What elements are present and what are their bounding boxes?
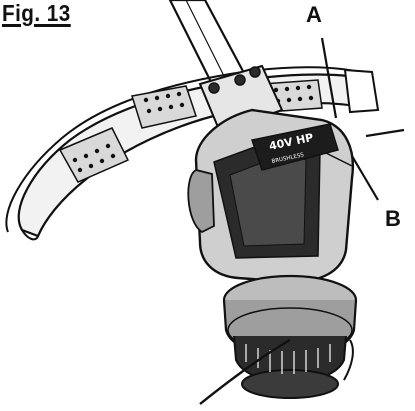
callout-a-label: A [306, 2, 322, 27]
trimmer-spool-head [222, 274, 358, 399]
product-badge: 40V HP BRUSHLESS [251, 123, 339, 171]
screw-icon [249, 66, 261, 78]
figure-title: Fig. 13 [2, 0, 71, 26]
callout-b-label: B [385, 206, 401, 231]
screw-icon [234, 74, 246, 86]
trimmer-line [199, 338, 291, 405]
callout-a-leader [320, 37, 338, 119]
trimmer-line [343, 339, 354, 381]
screw-icon [208, 82, 220, 94]
callout-b-leader [351, 155, 379, 201]
callout-pointer-line [365, 128, 405, 138]
